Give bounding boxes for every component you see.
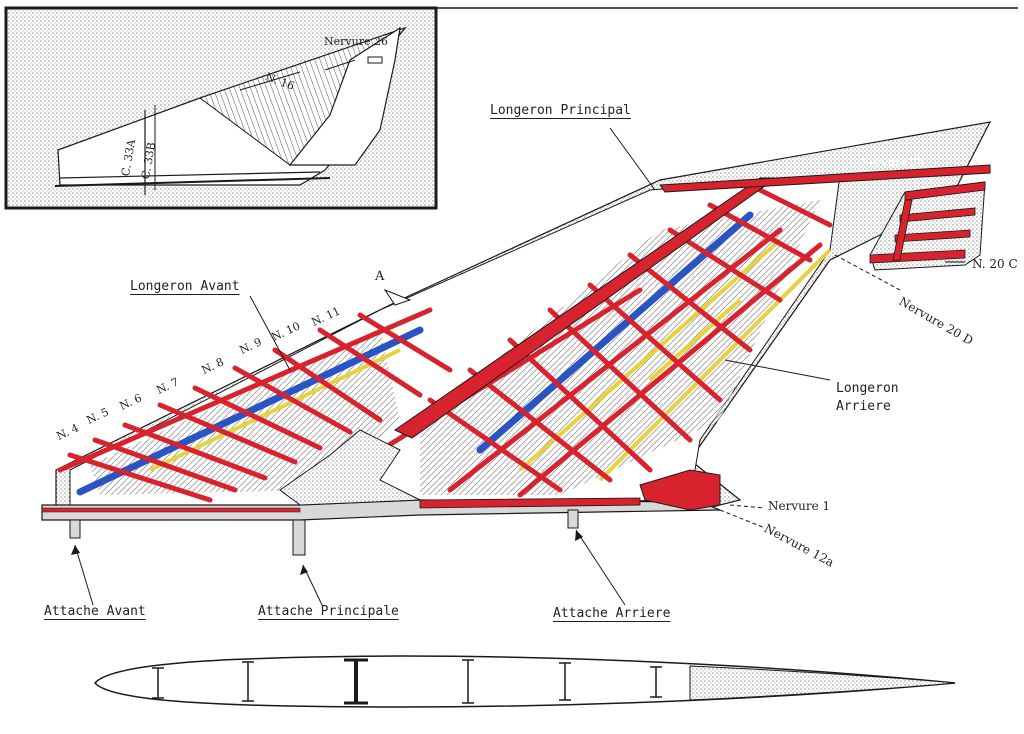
nervure-1-label: Nervure 1	[768, 499, 831, 513]
longeron-avant-label: Longeron Avant	[130, 279, 240, 294]
point-a-marker	[383, 288, 412, 306]
longeron-arriere-label-1: Longeron	[836, 381, 899, 396]
attache-principale-fitting	[292, 519, 306, 556]
inset-nervure-26-label: Nervure 26	[324, 35, 388, 48]
airfoil-cross-section	[94, 655, 956, 708]
point-a-label: A	[375, 269, 385, 284]
rear-fitting	[639, 469, 721, 511]
longeron-arriere-label-2: Arriere	[836, 399, 891, 414]
attache-avant-fitting	[69, 519, 81, 539]
inset-view	[4, 6, 438, 210]
attache-arriere-label: Attache Arriere	[553, 606, 671, 621]
n20c-component	[869, 181, 986, 271]
attache-arriere-fitting	[567, 509, 579, 529]
nervure-26-label: Nervure 26	[860, 156, 924, 169]
nervure-26-shape	[659, 164, 991, 193]
attache-principale-label: Attache Principale	[258, 604, 399, 619]
attache-avant-label: Attache Avant	[44, 604, 146, 619]
n20c-label: N. 20 C	[972, 257, 1018, 271]
longeron-principal-label: Longeron Principal	[490, 103, 631, 118]
